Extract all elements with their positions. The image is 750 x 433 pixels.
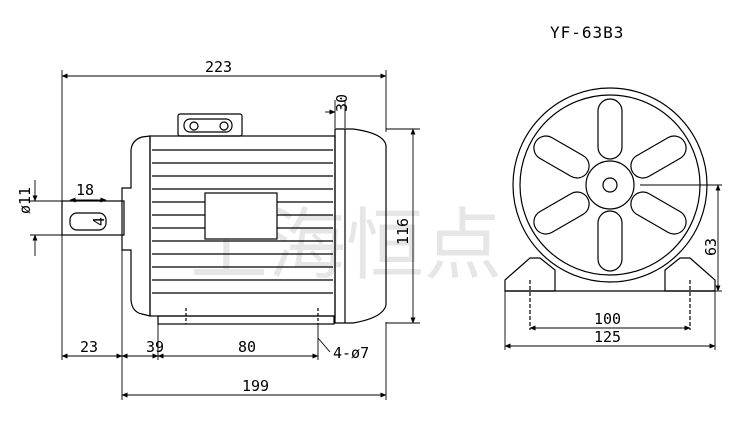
keyway: [69, 212, 107, 231]
ventilation-slots: [533, 98, 687, 272]
dim-center-height: 63: [702, 238, 720, 256]
dim-shaft-extension: 23: [80, 338, 98, 356]
side-view: [61, 113, 387, 325]
dim-overall-height: 116: [394, 218, 412, 245]
dim-terminal-offset: 30: [333, 94, 351, 112]
fan-cover: [334, 128, 387, 324]
dim-body-length: 199: [242, 377, 269, 395]
dim-foot-hole-spacing: 80: [238, 338, 256, 356]
dim-shaft-diameter: ø11: [16, 187, 34, 214]
dim-key-length: 18: [76, 181, 94, 199]
dim-overall-length: 223: [205, 58, 232, 76]
rear-cover: [121, 135, 151, 317]
dim-foot-offset: 39: [146, 338, 164, 356]
terminal-box: [177, 113, 243, 137]
side-dimensions: [30, 70, 420, 400]
dim-foot-hole-span: 100: [594, 310, 621, 328]
dim-foot-width: 125: [594, 328, 621, 346]
hub: [585, 160, 635, 210]
foot: [157, 315, 335, 325]
nameplate: [204, 192, 278, 240]
dim-foot-holes: 4-ø7: [333, 344, 369, 362]
dim-key-width: 4: [90, 217, 108, 226]
model-title: YF-63B3: [550, 23, 624, 42]
end-view: [504, 87, 716, 330]
end-dimensions: [504, 184, 722, 350]
